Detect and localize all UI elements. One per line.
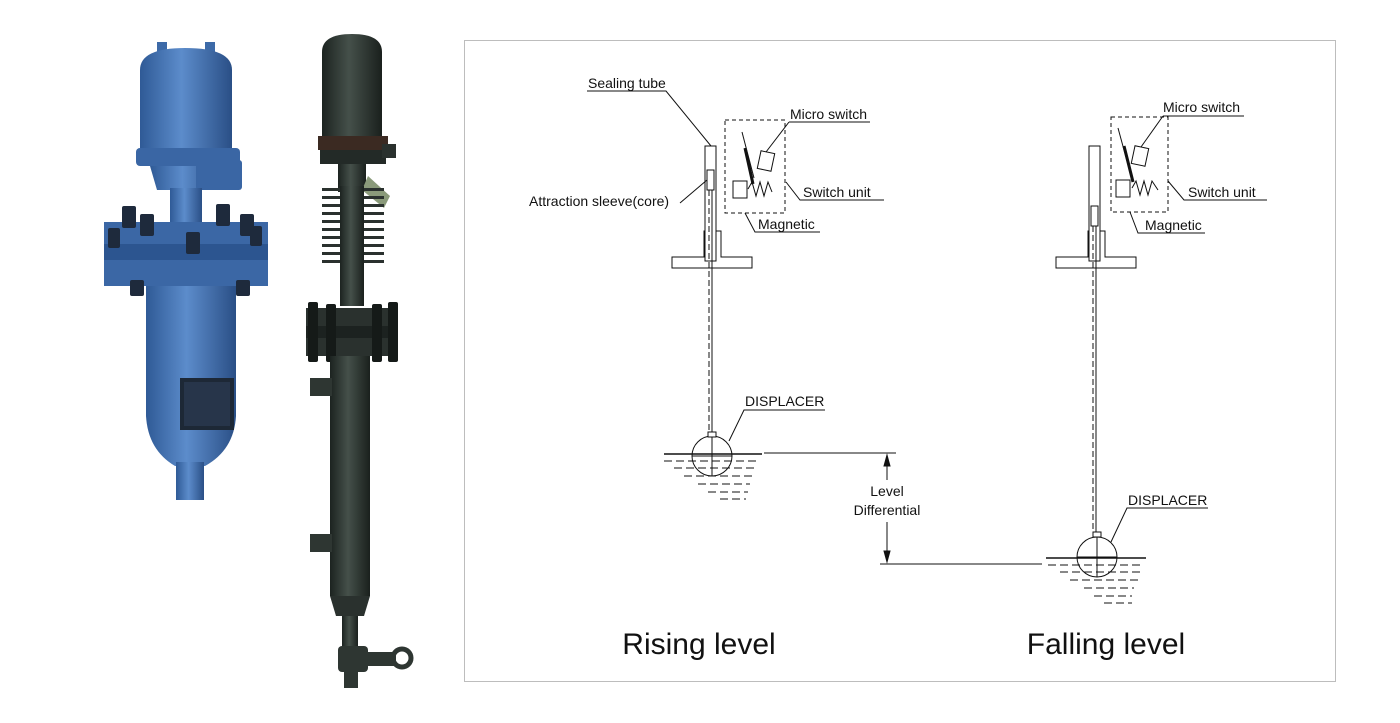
magnetic-label-left: Magnetic: [758, 216, 815, 232]
rising-level-caption: Rising level: [622, 628, 775, 661]
product-photos: [104, 34, 414, 688]
sealing-tube-label: Sealing tube: [588, 75, 666, 91]
switch-unit-label-left: Switch unit: [803, 184, 871, 200]
differential-label: Differential: [854, 502, 921, 518]
diagram-frame: [464, 40, 1336, 682]
falling-level-caption: Falling level: [1027, 628, 1185, 661]
falling-level-mechanism: [1046, 115, 1267, 604]
micro-switch-label-left: Micro switch: [790, 106, 867, 122]
magnetic-label-right: Magnetic: [1145, 217, 1202, 233]
micro-switch-label-right: Micro switch: [1163, 99, 1240, 115]
displacer-label-left: DISPLACER: [745, 393, 824, 409]
level-label: Level: [870, 483, 903, 499]
switch-unit-label-right: Switch unit: [1188, 184, 1256, 200]
level-differential-dimension: [764, 452, 1042, 565]
dark-level-switch-photo: [306, 34, 414, 688]
displacer-label-right: DISPLACER: [1128, 492, 1207, 508]
rising-level-mechanism: [587, 90, 884, 500]
blue-level-switch-photo: [104, 42, 268, 500]
attraction-sleeve-label: Attraction sleeve(core): [529, 193, 669, 209]
